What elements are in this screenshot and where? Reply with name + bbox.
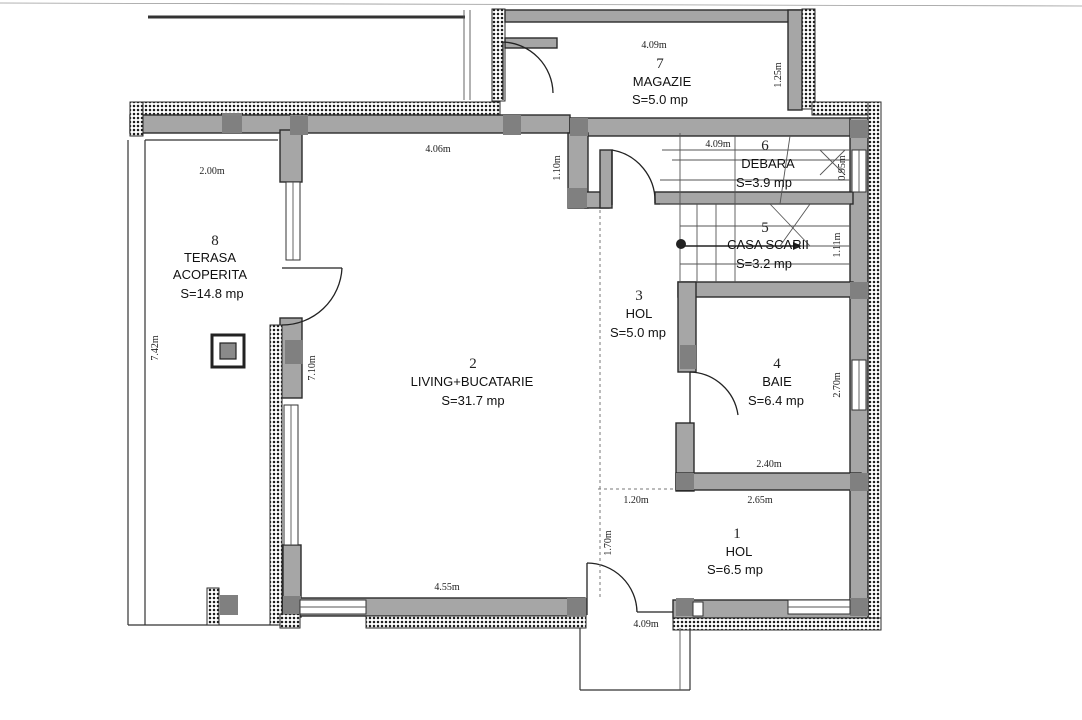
walls	[127, 8, 882, 631]
room-name: CASA SCARII	[727, 237, 809, 252]
dim-debara-height: 0.95m	[837, 155, 848, 181]
room-area: S=6.4 mp	[748, 393, 804, 408]
room-name-line1: TERASA	[184, 250, 236, 265]
staircase	[660, 133, 850, 282]
entrance-steps	[579, 628, 691, 691]
windows	[283, 149, 867, 617]
room-name: MAGAZIE	[633, 74, 692, 89]
room-area: S=3.9 mp	[736, 175, 792, 190]
room-name: HOL	[726, 544, 753, 559]
room-area: S=5.0 mp	[610, 325, 666, 340]
dim-hol-right: 2.65m	[747, 495, 773, 506]
room-number: 5	[761, 220, 769, 236]
dim-stair-height: 1.11m	[832, 232, 843, 257]
dashed-dividers	[598, 210, 676, 600]
room-name: BAIE	[762, 374, 792, 389]
dim-terasa-length: 7.42m	[150, 335, 161, 361]
room-number: 2	[469, 356, 477, 372]
dim-living-depth: 7.10m	[307, 355, 318, 381]
room-area: S=6.5 mp	[707, 562, 763, 577]
room-number: 4	[773, 356, 781, 372]
room-area: S=3.2 mp	[736, 256, 792, 271]
dim-baie-width: 2.40m	[756, 459, 782, 470]
dim-terasa-width: 2.00m	[199, 166, 225, 177]
room-name: DEBARA	[741, 156, 795, 171]
dim-living-bottom: 4.55m	[434, 582, 460, 593]
room-number: 1	[733, 526, 741, 542]
room-debara: 6 DEBARA S=3.9 mp	[736, 138, 795, 190]
dim-hol-depth: 1.70m	[603, 530, 614, 556]
room-number: 6	[761, 138, 769, 154]
room-hol-3: 3 HOL S=5.0 mp	[610, 288, 666, 340]
dim-hol-bottom: 4.09m	[633, 619, 659, 630]
dim-pillar-depth: 1.10m	[552, 155, 563, 181]
room-baie: 4 BAIE S=6.4 mp	[748, 356, 804, 408]
room-name: HOL	[626, 306, 653, 321]
dim-magazie-height: 1.25m	[773, 62, 784, 88]
columns	[206, 113, 868, 626]
dim-baie-height: 2.70m	[832, 372, 843, 398]
room-area: S=5.0 mp	[632, 92, 688, 107]
room-number: 3	[635, 288, 643, 304]
room-terasa: 8 TERASA ACOPERITA S=14.8 mp	[173, 233, 247, 301]
room-number: 8	[211, 233, 219, 249]
room-area: S=31.7 mp	[441, 393, 504, 408]
doors	[281, 41, 739, 615]
room-living: 2 LIVING+BUCATARIE S=31.7 mp	[411, 356, 534, 408]
dim-magazie-width: 4.09m	[641, 40, 667, 51]
room-casa-scarii: 5 CASA SCARII S=3.2 mp	[727, 220, 809, 271]
dimension-labels: 4.09m 1.25m 4.06m 2.00m 1.10m 4.09m 0.95…	[150, 40, 848, 630]
chimney-symbol	[210, 333, 246, 369]
room-area: S=14.8 mp	[180, 286, 243, 301]
dim-living-top: 4.06m	[425, 144, 451, 155]
room-magazie: 7 MAGAZIE S=5.0 mp	[632, 56, 692, 107]
scan-edge-lines	[0, 2, 1082, 100]
room-name-line2: ACOPERITA	[173, 267, 247, 282]
room-hol-1: 1 HOL S=6.5 mp	[707, 526, 763, 577]
room-name: LIVING+BUCATARIE	[411, 374, 534, 389]
dim-hol-left: 1.20m	[623, 495, 649, 506]
room-number: 7	[656, 56, 664, 72]
dim-debara-width: 4.09m	[705, 139, 731, 150]
